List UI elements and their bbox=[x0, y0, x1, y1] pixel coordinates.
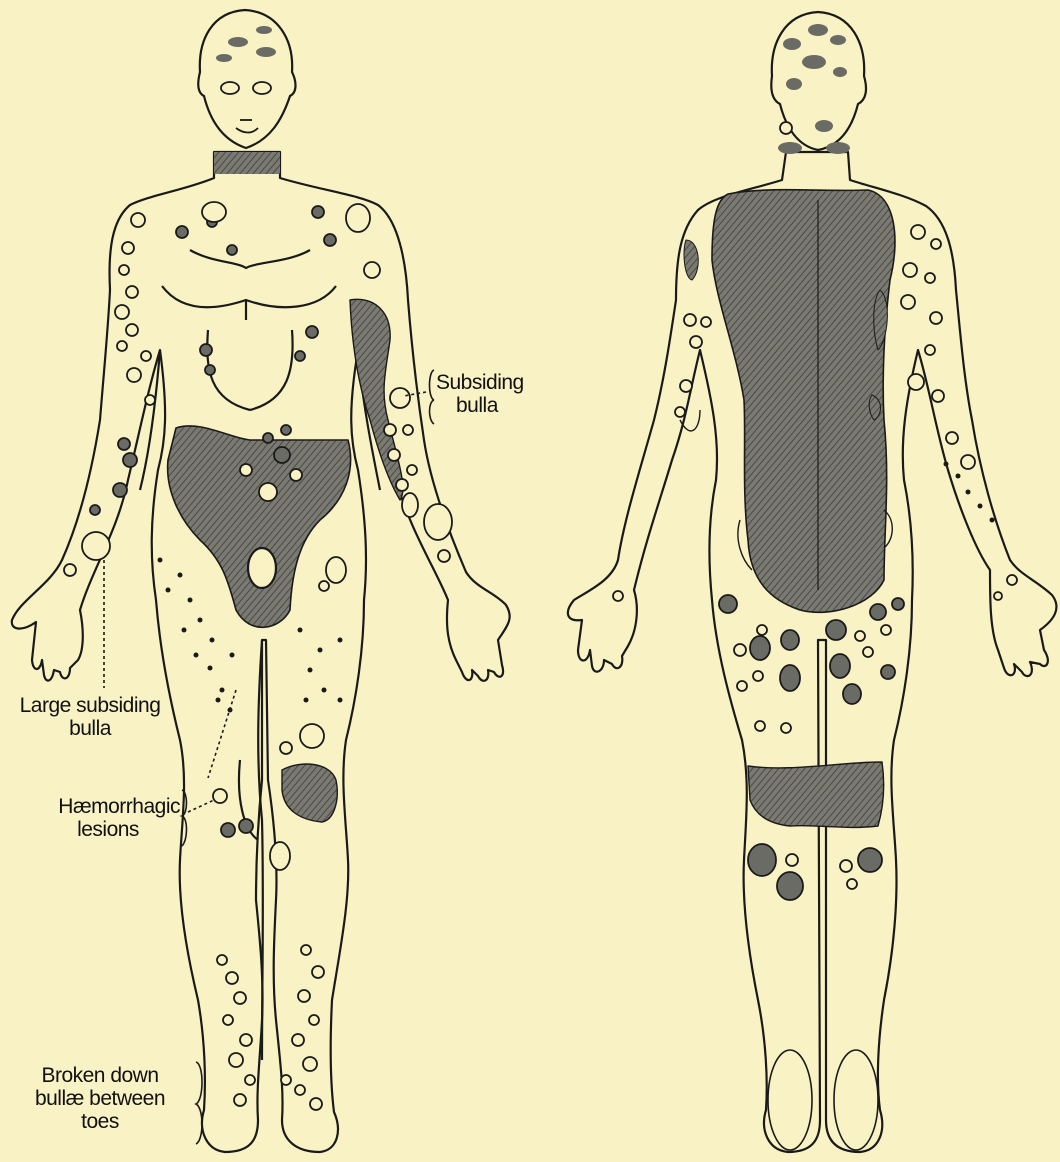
label-large-line1: Large subsiding bbox=[6, 694, 174, 717]
label-large-line2: bulla bbox=[6, 717, 174, 740]
label-broken-line1: Broken down bbox=[10, 1064, 190, 1087]
label-haemorrhagic-line2: lesions bbox=[6, 818, 180, 841]
front-groin-patch bbox=[168, 426, 351, 627]
back-knee-band bbox=[748, 762, 884, 827]
back-figure bbox=[568, 12, 1057, 1152]
label-broken-line2: bullæ between bbox=[10, 1087, 190, 1110]
label-haemorrhagic-line1: Hæmorrhagic bbox=[6, 795, 180, 818]
label-broken-line3: toes bbox=[10, 1110, 190, 1133]
front-head bbox=[198, 10, 295, 148]
label-haemorrhagic-lesions: Hæmorrhagic lesions bbox=[6, 795, 180, 841]
label-subsiding-bulla: Subsiding bulla bbox=[436, 371, 524, 417]
front-neck-patch bbox=[214, 152, 280, 174]
front-knee-patch bbox=[282, 764, 337, 822]
label-subsiding-line1: Subsiding bbox=[436, 371, 524, 394]
label-large-subsiding-bulla: Large subsiding bulla bbox=[6, 694, 174, 740]
label-broken-down-bullae: Broken down bullæ between toes bbox=[10, 1064, 190, 1133]
label-subsiding-line2: bulla bbox=[436, 394, 524, 417]
front-figure bbox=[12, 10, 510, 1152]
